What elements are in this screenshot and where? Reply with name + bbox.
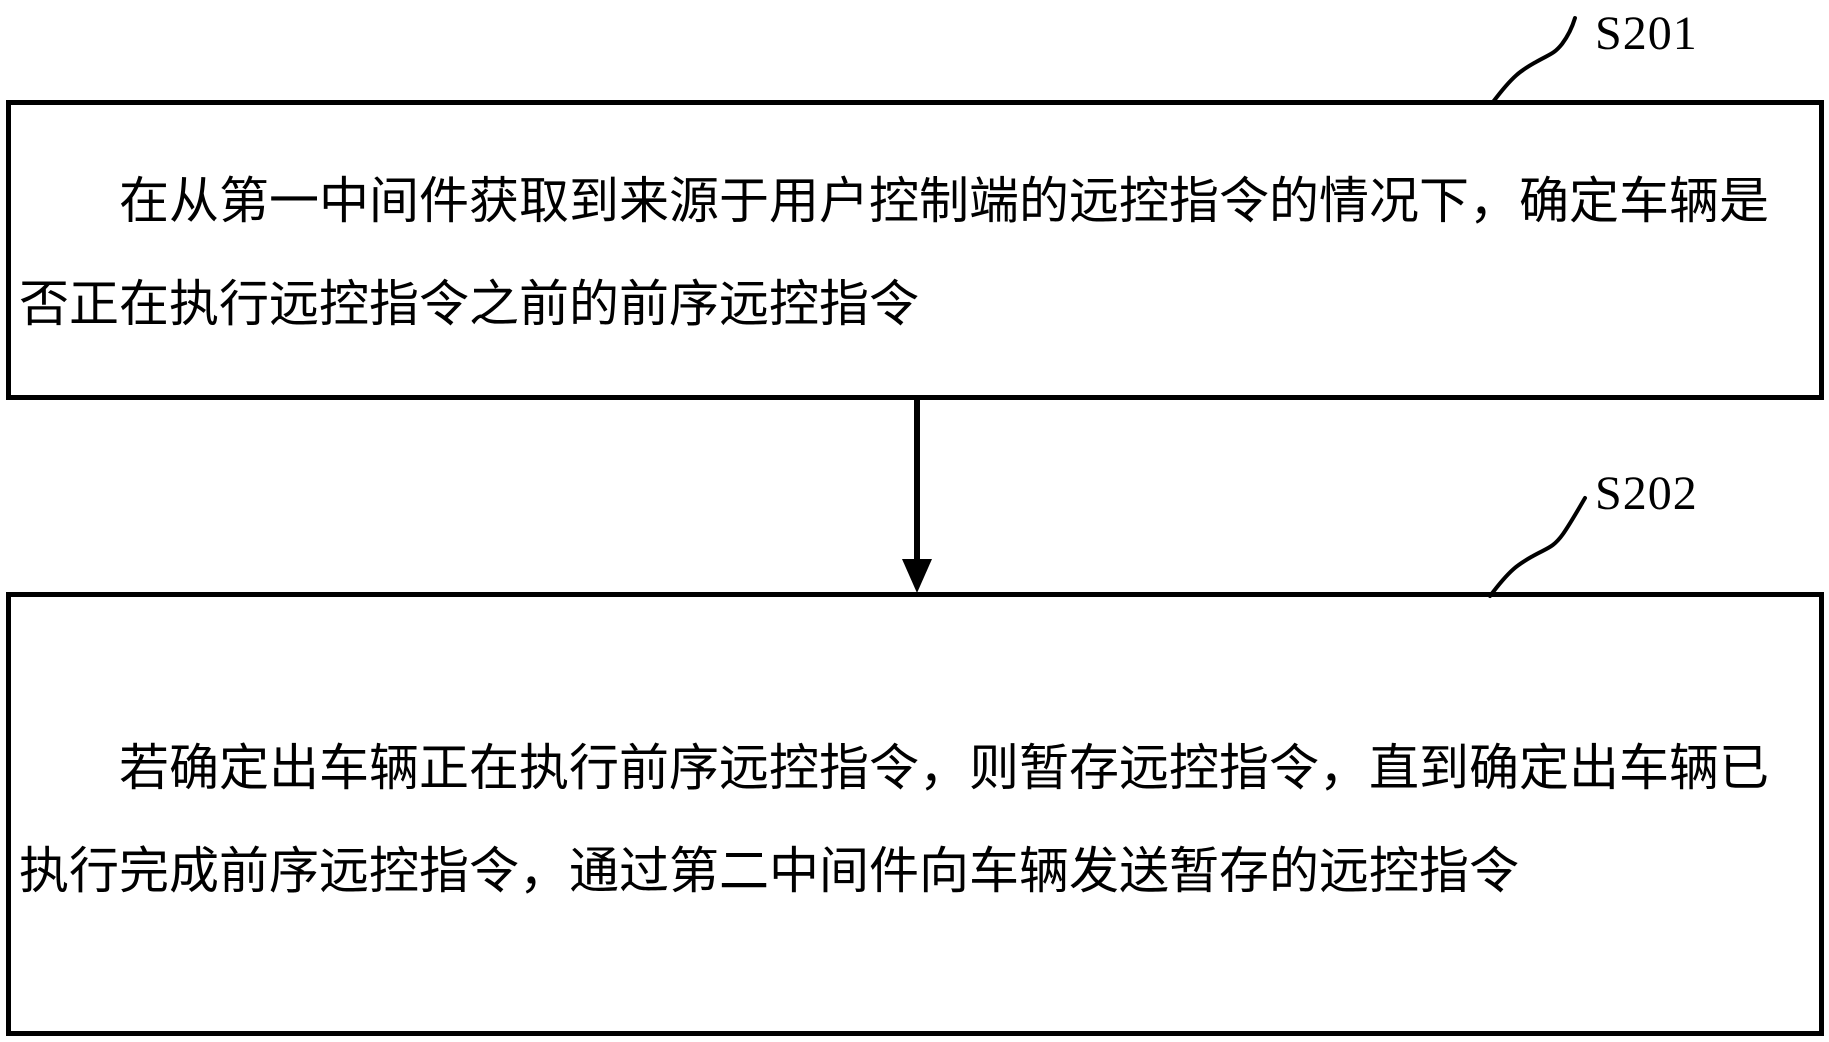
step-box-s202-text: 若确定出车辆正在执行前序远控指令，则暂存远控指令，直到确定出车辆已 执行完成前序…	[11, 597, 1819, 1031]
step-s201-text-line-2: 否正在执行远控指令之前的前序远控指令	[19, 276, 919, 332]
step-s202-text-line-1: 若确定出车辆正在执行前序远控指令，则暂存远控指令，直到确定出车辆已	[119, 740, 1769, 796]
step-box-s201: 在从第一中间件获取到来源于用户控制端的远控指令的情况下，确定车辆是 否正在执行远…	[6, 100, 1824, 400]
step-box-s201-text: 在从第一中间件获取到来源于用户控制端的远控指令的情况下，确定车辆是 否正在执行远…	[11, 105, 1819, 395]
leader-line-s201-icon	[1491, 16, 1577, 104]
arrow-down-icon	[902, 400, 932, 593]
step-s201-text-line-1: 在从第一中间件获取到来源于用户控制端的远控指令的情况下，确定车辆是	[119, 173, 1769, 229]
step-label-s202: S202	[1595, 467, 1698, 520]
step-label-s201: S201	[1595, 7, 1698, 60]
leader-line-s202-icon	[1488, 496, 1587, 598]
step-s202-text-line-2: 执行完成前序远控指令，通过第二中间件向车辆发送暂存的远控指令	[19, 843, 1519, 899]
step-box-s202: 若确定出车辆正在执行前序远控指令，则暂存远控指令，直到确定出车辆已 执行完成前序…	[6, 592, 1824, 1036]
